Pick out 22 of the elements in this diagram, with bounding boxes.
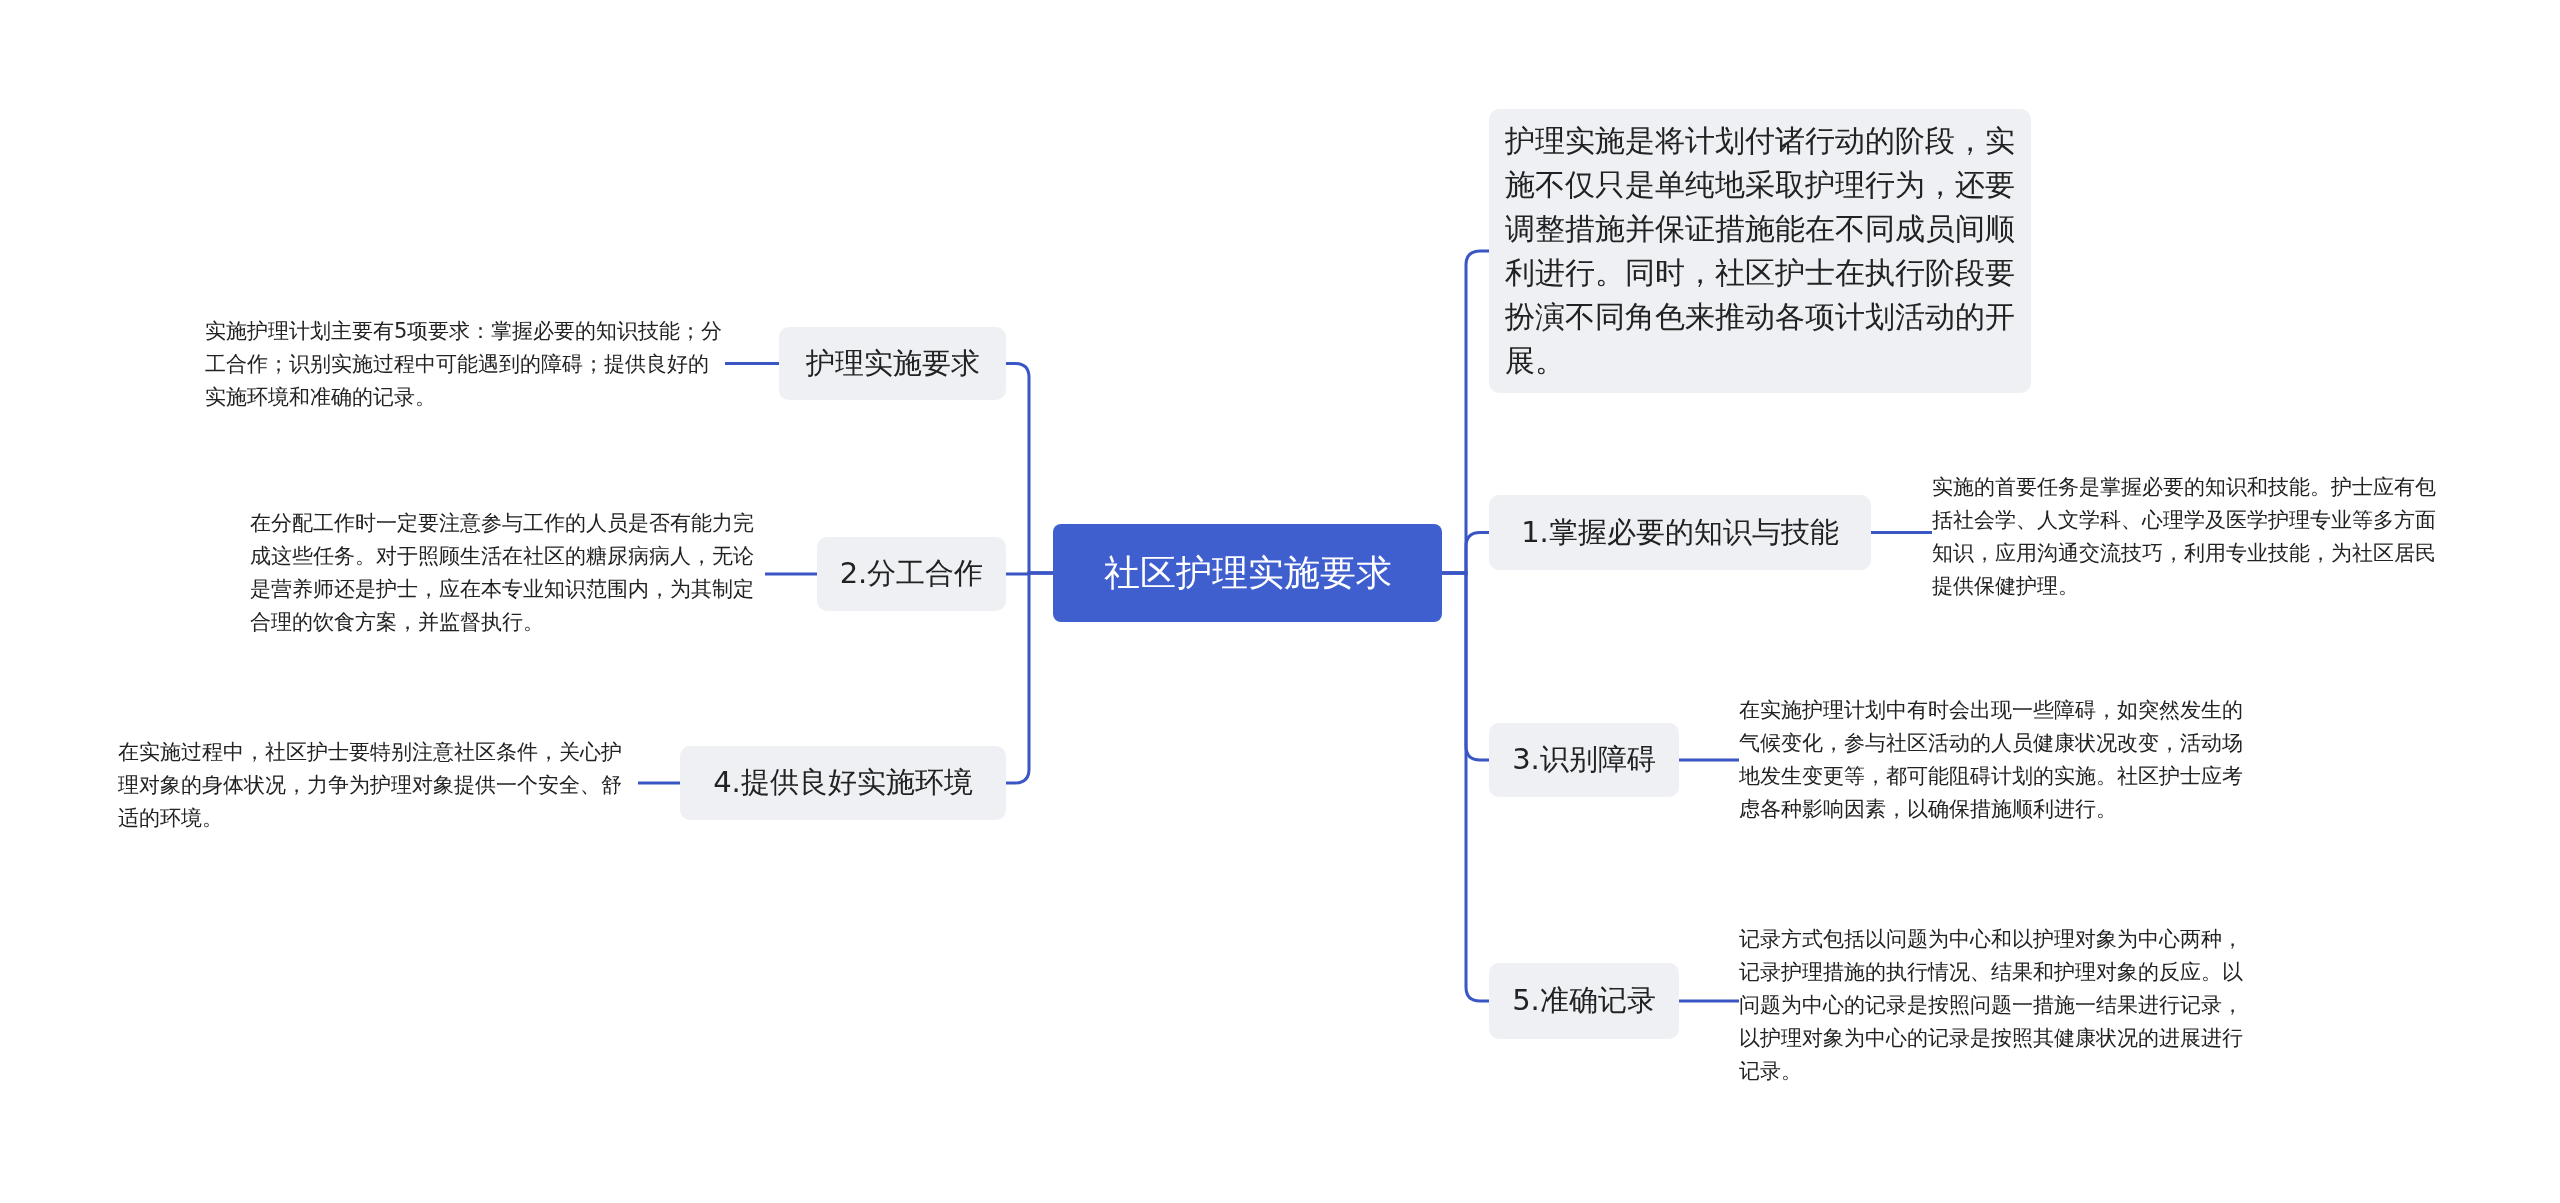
connector-line: [1006, 571, 1053, 785]
connector-line: [1679, 758, 1739, 762]
connector-line: [638, 781, 680, 785]
description-text: 在实施护理计划中有时会出现一些障碍，如突然发生的气候变化，参与社区活动的人员健康状况改变，活动场地发生变更等，都可能阻碍计划的实施。社区护士应考虑各种影响因素，以确保措施顺利进行。: [1739, 694, 2259, 826]
connector-line: [725, 362, 779, 365]
description-text: 记录方式包括以问题为中心和以护理对象为中心两种，记录护理措施的执行情况、结果和护理对象的反应。以问题为中心的记录是按照问题一措施一结果进行记录，以护理对象为中心的记录是按照其健康状况的进展进行记录。: [1739, 922, 2259, 1088]
topic-node: 5.准确记录: [1489, 963, 1679, 1039]
topic-node: 1.掌握必要的知识与技能: [1489, 495, 1871, 570]
topic-node: 护理实施要求: [779, 327, 1006, 400]
topic-node: 3.识别障碍: [1489, 723, 1679, 797]
description-text: 在实施过程中，社区护士要特别注意社区条件，关心护理对象的身体状况，力争为护理对象提供一个安全、舒适的环境。: [118, 735, 638, 835]
description-text: 实施护理计划主要有5项要求：掌握必要的知识技能；分工合作；识别实施过程中可能遇到的障碍；提供良好的实施环境和准确的记录。: [205, 314, 725, 414]
topic-node: 4.提供良好实施环境: [680, 746, 1006, 820]
central-topic: 社区护理实施要求: [1053, 524, 1442, 622]
connector-line: [765, 572, 817, 576]
connector-line: [1679, 999, 1739, 1003]
summary-panel: 护理实施是将计划付诸行动的阶段，实施不仅只是单纯地采取护理行为，还要调整措施并保证措施能在不同成员间顺利进行。同时，社区护士在执行阶段要扮演不同角色来推动各项计划活动的开展。: [1489, 109, 2031, 393]
connector-line: [1442, 571, 1489, 1003]
description-text: 实施的首要任务是掌握必要的知识和技能。护士应有包括社会学、人文学科、心理学及医学护理专业等多方面知识，应用沟通交流技巧，利用专业技能，为社区居民提供保健护理。: [1932, 471, 2452, 603]
connector-line: [1871, 531, 1932, 534]
topic-node: 2.分工合作: [817, 537, 1006, 611]
description-text: 在分配工作时一定要注意参与工作的人员是否有能力完成这些任务。对于照顾生活在社区的糖尿病病人，无论是营养师还是护士，应在本专业知识范围内，为其制定合理的饮食方案，并监督执行。: [250, 507, 765, 639]
